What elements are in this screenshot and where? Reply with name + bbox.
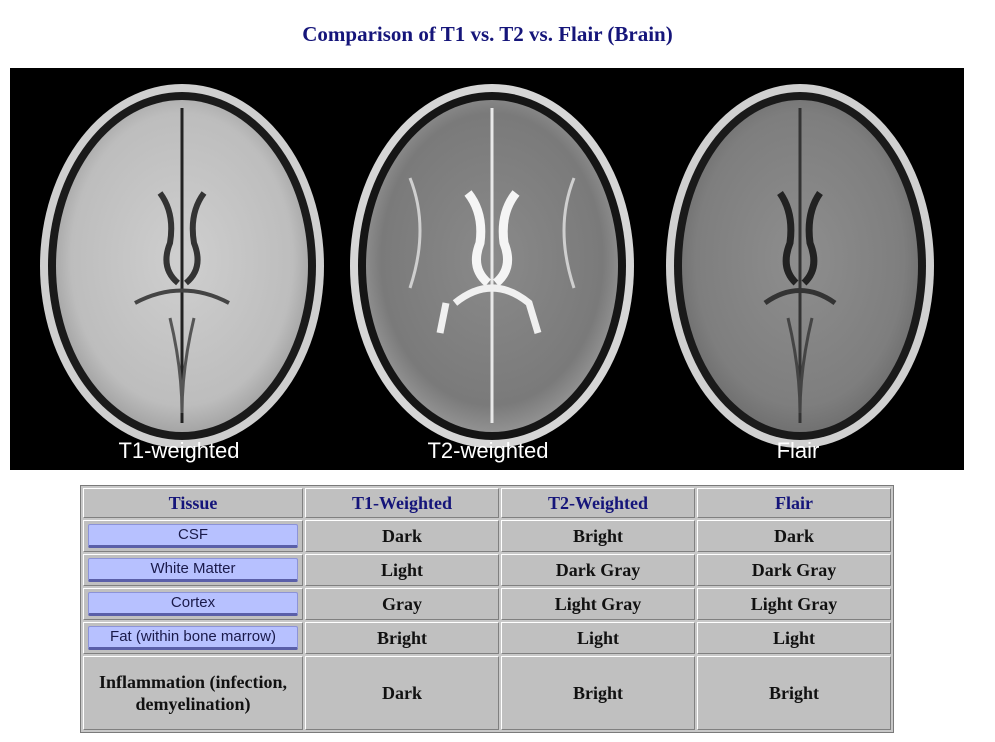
- t2-cell: Light: [501, 622, 695, 654]
- t1-scan-label: T1-weighted: [118, 438, 240, 463]
- table-row: Cortex Gray Light Gray Light Gray: [83, 588, 891, 620]
- header-t2: T2-Weighted: [501, 488, 695, 518]
- flair-cell: Light: [697, 622, 891, 654]
- t2-cell: Bright: [501, 656, 695, 730]
- tissue-cell: Fat (within bone marrow): [83, 622, 303, 654]
- t2-cell: Light Gray: [501, 588, 695, 620]
- table-row: White Matter Light Dark Gray Dark Gray: [83, 554, 891, 586]
- flair-cell: Light Gray: [697, 588, 891, 620]
- tissue-button-fat[interactable]: Fat (within bone marrow): [88, 626, 298, 650]
- table-row: CSF Dark Bright Dark: [83, 520, 891, 552]
- tissue-cell: Cortex: [83, 588, 303, 620]
- tissue-cell-inflammation: Inflammation (infection, demyelination): [83, 656, 303, 730]
- t1-scan: [40, 84, 324, 448]
- t1-cell: Bright: [305, 622, 499, 654]
- flair-scan: [666, 84, 934, 448]
- page-title: Comparison of T1 vs. T2 vs. Flair (Brain…: [302, 22, 673, 46]
- tissue-button-csf[interactable]: CSF: [88, 524, 298, 548]
- tissue-cell: White Matter: [83, 554, 303, 586]
- flair-scan-label: Flair: [776, 438, 820, 463]
- flair-cell: Bright: [697, 656, 891, 730]
- comparison-table: Tissue T1-Weighted T2-Weighted Flair CSF…: [80, 485, 894, 733]
- tissue-cell: CSF: [83, 520, 303, 552]
- t1-cell: Light: [305, 554, 499, 586]
- header-t1: T1-Weighted: [305, 488, 499, 518]
- mri-comparison-image: [10, 68, 964, 470]
- t1-cell: Gray: [305, 588, 499, 620]
- tissue-button-white-matter[interactable]: White Matter: [88, 558, 298, 582]
- t2-scan: [350, 84, 634, 448]
- table-row: Inflammation (infection, demyelination) …: [83, 656, 891, 730]
- tissue-button-cortex[interactable]: Cortex: [88, 592, 298, 616]
- table-row: Fat (within bone marrow) Bright Light Li…: [83, 622, 891, 654]
- t2-cell: Dark Gray: [501, 554, 695, 586]
- t1-cell: Dark: [305, 656, 499, 730]
- t2-scan-label: T2-weighted: [427, 438, 549, 463]
- flair-cell: Dark Gray: [697, 554, 891, 586]
- table-header-row: Tissue T1-Weighted T2-Weighted Flair: [83, 488, 891, 518]
- t2-cell: Bright: [501, 520, 695, 552]
- flair-cell: Dark: [697, 520, 891, 552]
- header-tissue: Tissue: [83, 488, 303, 518]
- t1-cell: Dark: [305, 520, 499, 552]
- header-flair: Flair: [697, 488, 891, 518]
